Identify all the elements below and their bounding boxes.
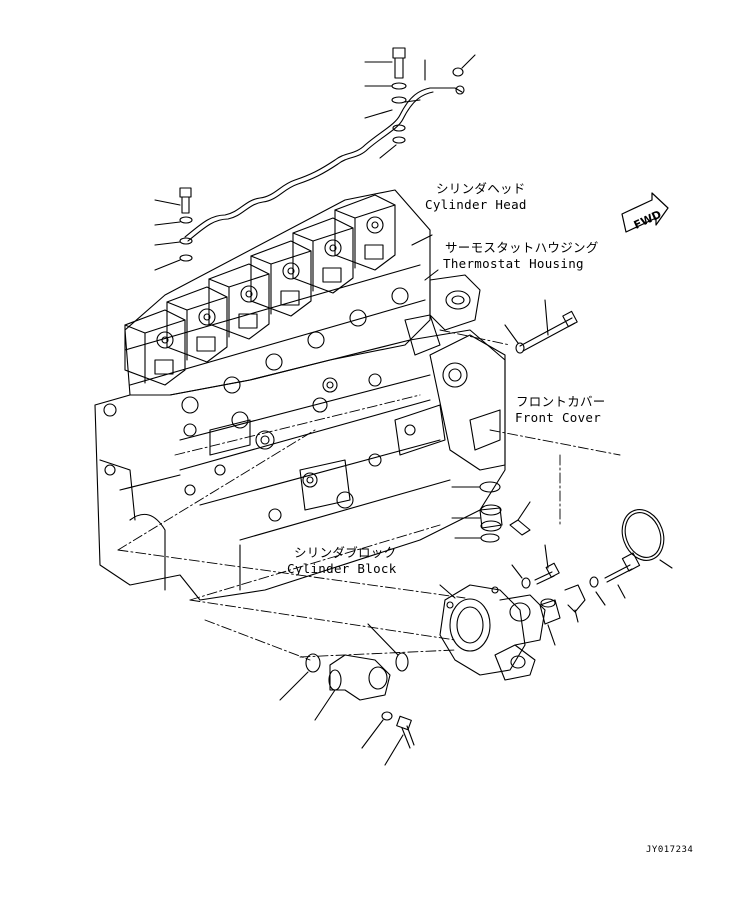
valve-covers: [124, 194, 409, 414]
cylinder-head-body: [124, 189, 431, 396]
leader-lines: [411, 234, 456, 599]
bypass-pipe: [539, 584, 586, 646]
front-cover-label-en: Front Cover: [515, 410, 602, 425]
fwd-arrow-icon: [621, 192, 669, 233]
thermostat-housing: [404, 274, 481, 356]
cylinder-block-label-jp: シリンダブロック: [294, 545, 397, 560]
phantom-lines: [117, 329, 621, 661]
overflow-tube: [184, 85, 465, 242]
front-cover-label-jp: フロントカバー: [516, 394, 606, 409]
cylinder-block-body: [94, 329, 506, 601]
cylinder-head-label-en: Cylinder Head: [425, 197, 527, 212]
thermostat-parts: [451, 481, 531, 543]
lower-bolt: [361, 711, 415, 766]
water-pump-housing: [439, 584, 546, 681]
top-hardware: [154, 47, 476, 271]
small-bolt: [511, 544, 560, 589]
large-o-ring: [621, 509, 673, 569]
cylinder-block-label-en: Cylinder Block: [287, 561, 397, 576]
housing-bolt: [504, 299, 578, 354]
cylinder-head-label-jp: シリンダヘッド: [436, 181, 526, 196]
outlet-elbow: [279, 623, 409, 721]
right-bolt: [589, 552, 641, 606]
thermostat-housing-label-en: Thermostat Housing: [443, 256, 584, 271]
thermostat-housing-label-jp: サーモスタットハウジング: [445, 240, 599, 255]
figure-code: JY017234: [646, 845, 694, 855]
